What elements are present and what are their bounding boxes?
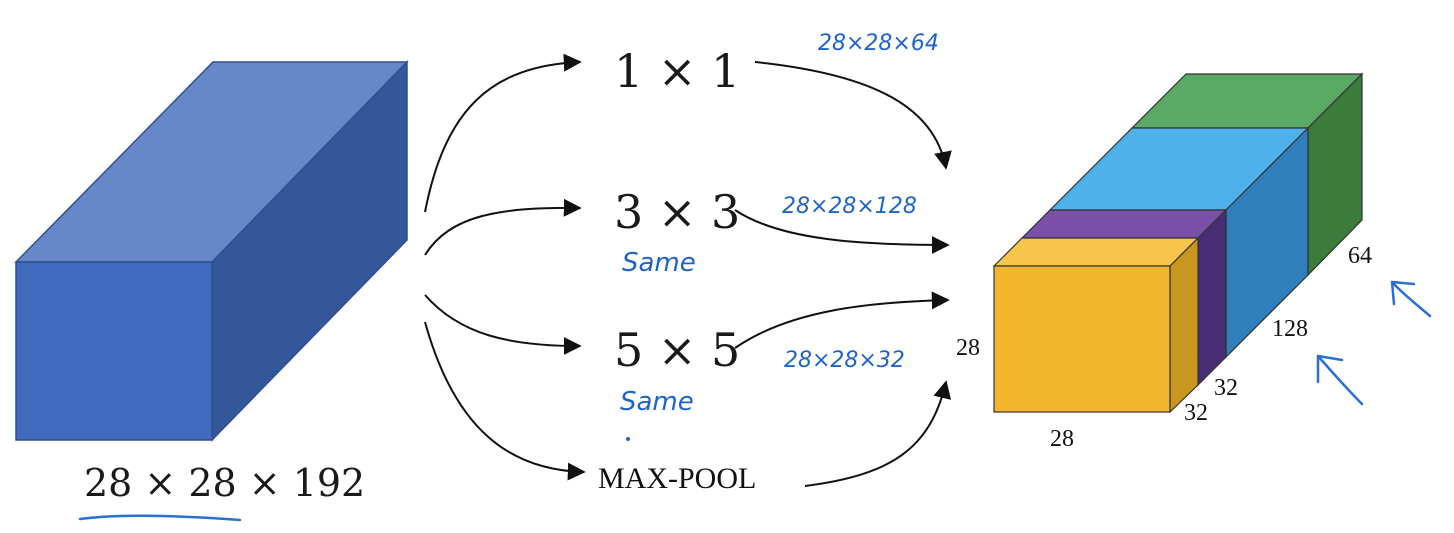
arrow-to-1x1 [424,53,582,213]
yellow-block-top [992,237,1200,267]
op-1x1-label: 1 × 1 [614,44,740,98]
note-3x3-output: 28×28×128 [782,194,917,219]
depth-label-yellow: 32 [1184,400,1208,426]
arrow-to-3x3 [424,198,582,256]
ink-arrow-128 [1316,354,1364,406]
branch-arrows [424,53,586,481]
ink-dot [626,437,630,441]
purple-block-top [1020,209,1228,239]
arrow-from-1x1 [754,61,952,170]
input-volume-label: 28 × 28 × 192 [84,461,365,505]
depth-label-purple: 32 [1214,375,1238,401]
yellow-block-front [993,265,1171,413]
arrow-from-maxpool [804,380,952,487]
ink-arrow-64 [1390,280,1432,318]
output-volume [992,72,1364,414]
depth-label-green: 64 [1348,243,1372,269]
merge-arrows [734,61,952,487]
note-1x1-output: 28×28×64 [818,31,939,56]
input-underline [78,514,242,522]
output-height-label: 28 [956,335,980,361]
input-volume [14,60,409,442]
op-maxpool-label: MAX-POOL [598,462,756,495]
note-3x3-padding: Same [622,248,696,278]
depth-label-blue: 128 [1272,316,1308,342]
arrow-from-5x5 [734,291,950,349]
note-5x5-output: 28×28×32 [784,348,905,373]
arrow-from-3x3 [734,209,950,254]
output-width-label: 28 [1050,426,1074,452]
op-3x3-label: 3 × 3 [614,185,740,239]
note-5x5-padding: Same [620,387,694,417]
arrow-to-maxpool [424,321,586,481]
arrow-to-5x5 [424,294,582,355]
op-5x5-label: 5 × 5 [614,323,740,377]
input-volume-front [15,261,213,441]
purple-block-side [1197,208,1227,387]
yellow-block-side [1169,236,1199,414]
